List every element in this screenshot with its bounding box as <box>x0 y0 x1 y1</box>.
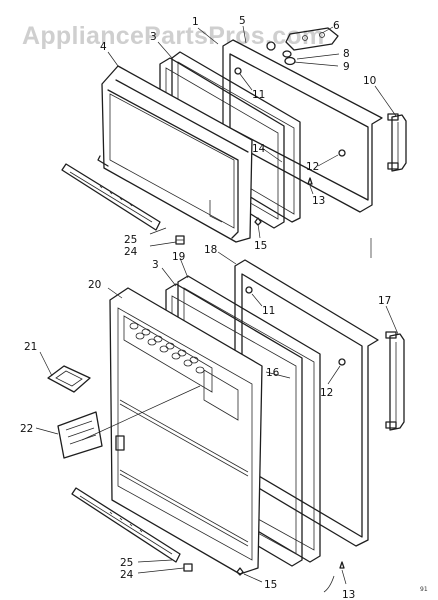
label-24-upper: 24 <box>124 246 138 258</box>
label-1: 1 <box>192 16 199 28</box>
freezer-fasteners <box>234 67 346 226</box>
label-5: 5 <box>239 15 246 27</box>
fresh-food-fasteners <box>236 286 346 593</box>
label-15-upper: 15 <box>254 240 267 252</box>
corner-mark: 91 <box>420 586 428 593</box>
label-16: 16 <box>266 367 280 379</box>
label-12-upper: 12 <box>306 161 319 173</box>
label-13-upper: 13 <box>312 195 325 207</box>
dairy-compartment-door <box>57 385 201 459</box>
label-11-upper: 11 <box>252 89 265 101</box>
label-12-lower: 12 <box>320 387 333 399</box>
freezer-door-shelf-rail <box>61 163 185 245</box>
leader-lines <box>35 25 399 585</box>
label-4: 4 <box>100 41 107 53</box>
hinge-bushing <box>266 41 296 66</box>
label-9: 9 <box>343 61 350 73</box>
label-24-lower: 24 <box>120 569 134 581</box>
label-22: 22 <box>20 423 33 435</box>
freezer-door-liner <box>97 65 253 243</box>
label-20: 20 <box>88 279 101 291</box>
label-18: 18 <box>204 244 217 256</box>
label-25-lower: 25 <box>120 557 133 569</box>
fresh-food-door-liner <box>109 287 263 575</box>
label-3-lower: 3 <box>152 259 159 271</box>
butter-compartment-cover <box>47 365 91 393</box>
label-10: 10 <box>363 75 376 87</box>
watermark: AppliancePartsPros.com <box>22 22 325 50</box>
label-25-upper: 25 <box>124 234 137 246</box>
part-labels: 1 5 6 8 9 10 3 4 11 12 13 14 15 25 24 18… <box>20 15 391 600</box>
label-21: 21 <box>24 341 37 353</box>
label-19: 19 <box>172 251 185 263</box>
fresh-food-door-handle <box>385 331 405 431</box>
label-17: 17 <box>378 295 391 307</box>
egg-tray-cups <box>129 322 205 374</box>
label-13-lower: 13 <box>342 589 355 600</box>
label-11-lower: 11 <box>262 305 275 317</box>
hinge-bracket <box>285 27 339 51</box>
label-3-upper: 3 <box>150 31 157 43</box>
fresh-food-door-shelf-rail <box>71 487 193 572</box>
freezer-door-handle <box>387 113 407 172</box>
label-15-lower: 15 <box>264 579 277 591</box>
label-14: 14 <box>252 143 266 155</box>
label-8: 8 <box>343 48 350 60</box>
label-6: 6 <box>333 20 340 32</box>
